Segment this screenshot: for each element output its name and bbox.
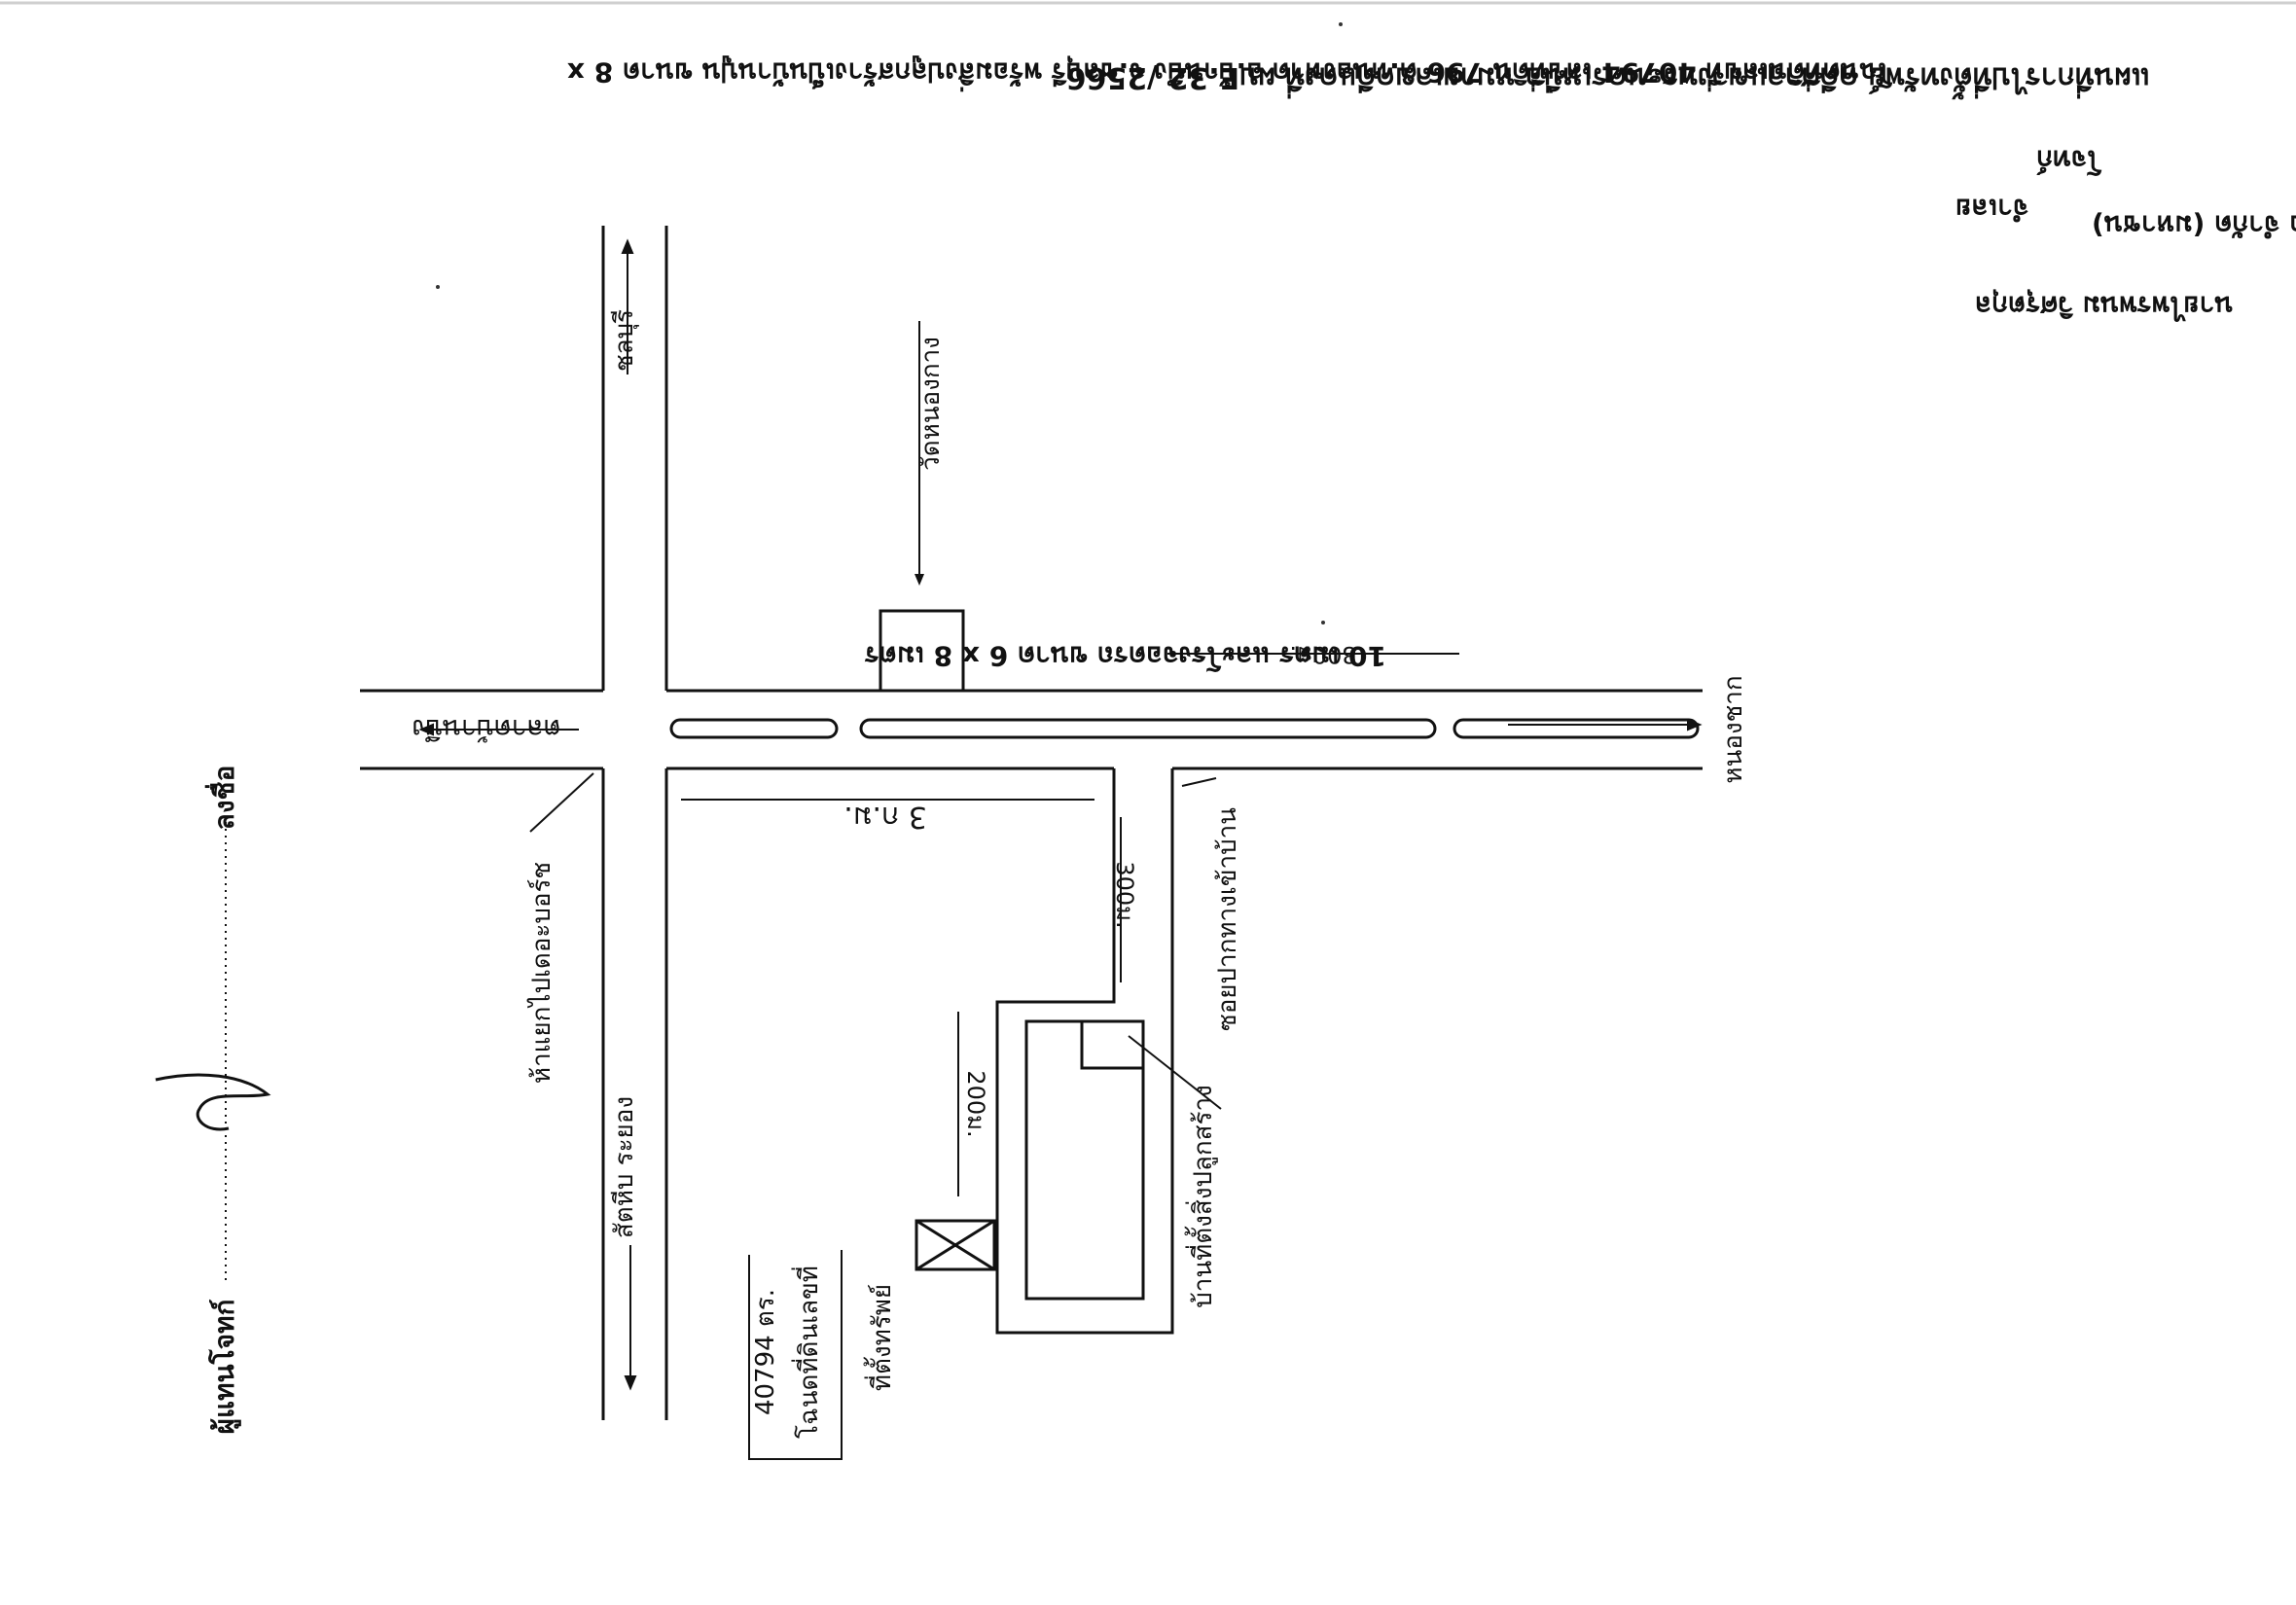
scan-speck: [1321, 621, 1325, 624]
defendant-label: จำเลย: [1955, 193, 2028, 225]
distance-200-label: 200ม.: [962, 1070, 989, 1137]
property-label-box: [748, 1250, 843, 1460]
landmark-temple-box: [879, 609, 965, 693]
road-medians: [669, 718, 1700, 739]
house-label: บ้านที่ตั้งสิ่งปลูกสร้าง: [1184, 1085, 1218, 1307]
house-outline: [1024, 1019, 1145, 1301]
soi-road: [995, 768, 1174, 1335]
house: [1024, 1019, 1145, 1301]
landmark-label: วัดหนองกาง: [916, 337, 946, 471]
house-leader: [1128, 1035, 1222, 1110]
plaintiff-name: บริษัทเงินติดล้อ จำกัด (มหาชน): [2092, 209, 2296, 241]
signature-role: ผู้แทนโจทก์: [207, 1300, 241, 1435]
landmark-arrowhead: [915, 574, 924, 586]
distance-lines: [681, 653, 1459, 1196]
property-marker: [915, 1219, 996, 1271]
house-inner-room: [1080, 1019, 1145, 1070]
property-label-3: 40794 ตร.: [751, 1289, 780, 1415]
median-3: [1453, 718, 1700, 739]
plaintiff-label: โจทก์: [2036, 144, 2102, 177]
junction-label: ซอยปากทางเข้าบ้าน: [1213, 807, 1242, 1031]
crossroad-label: ห้าแยกไปเดอะบอร์ช: [526, 862, 556, 1084]
property-line-1: โฉนดที่ดินเลขที่ 40794 เลขที่ดิน 796 ต.ห…: [567, 55, 1893, 92]
distance-300-label: 300ม.: [1111, 861, 1138, 928]
property-label-2: โฉนดที่ดินเลขที่: [791, 1266, 824, 1439]
direction-arrows: [418, 238, 1703, 1391]
scan-speck: [436, 285, 440, 289]
property-box: [915, 1219, 996, 1271]
property-line-2: 10 เมตร และโรงจอดรถ ขนาด 6 x 8 เมตร: [865, 640, 1386, 673]
document-header: แผนที่การไปที่ตั้งทรัพย์ คดีศาลแขวงพระนค…: [567, 55, 2296, 673]
road-network: [360, 226, 1703, 1420]
handwritten-signature: [155, 1073, 271, 1131]
road-label-bottom: สัตหีบ ระยอง: [610, 1096, 639, 1238]
signature-block: ลงชื่อ ผู้แทนโจทก์: [155, 766, 271, 1435]
road-label-left: ตลาดบ้านบึง: [412, 713, 560, 745]
defendant-name: นายไพรพนม วิศรุตกุล: [1975, 289, 2233, 322]
header-title: แผนที่การไปที่ตั้งทรัพย์ คดีศาลแขวงพระนค…: [1066, 60, 2150, 100]
distance-3km-label: 3 ก.ม.: [843, 800, 927, 834]
scan-speck: [1339, 22, 1343, 26]
crossroad-leader: [529, 772, 594, 833]
leader-lines: [529, 772, 1222, 1460]
median-2: [859, 718, 1437, 739]
road-label-top: ชลบุรี: [610, 309, 639, 372]
median-1: [669, 718, 839, 739]
sign-label: ลงชื่อ: [204, 766, 240, 831]
road-label-right: หนองชาก: [1719, 675, 1748, 783]
property-label-1: ที่ตั้งทรัพย์: [863, 1284, 897, 1391]
distance-800-label: 800ม.: [1289, 641, 1356, 668]
junction-leader: [1181, 777, 1217, 787]
